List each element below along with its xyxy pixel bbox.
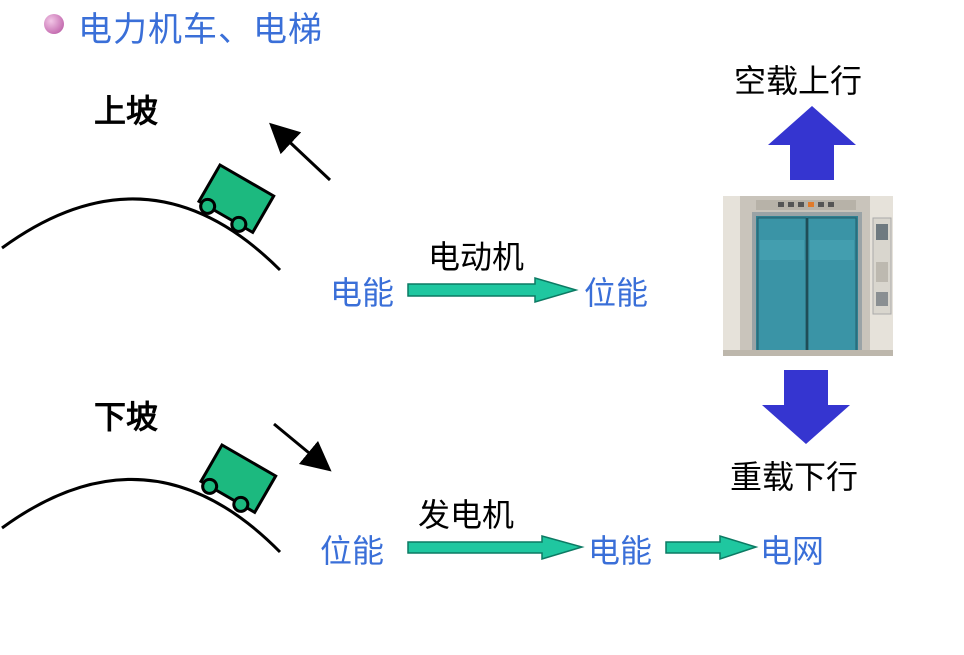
downhill-slope bbox=[1, 478, 282, 554]
green-arrow-generator bbox=[407, 535, 585, 561]
green-arrow-motor bbox=[407, 276, 579, 304]
downhill-car bbox=[198, 442, 278, 515]
bullet-icon bbox=[44, 14, 64, 34]
green-arrow-grid bbox=[665, 534, 759, 561]
uphill-machine-label: 电动机 bbox=[428, 238, 525, 276]
elevator-down-label: 重载下行 bbox=[730, 458, 859, 496]
downhill-mid-label: 电能 bbox=[588, 532, 653, 570]
uphill-direction-arrow bbox=[269, 122, 332, 182]
downhill-label: 下坡 bbox=[94, 398, 159, 436]
downhill-direction-arrow bbox=[273, 422, 332, 472]
elevator-up-label: 空载上行 bbox=[734, 62, 863, 100]
elevator-up-arrow bbox=[768, 106, 856, 180]
uphill-to-label: 位能 bbox=[584, 274, 649, 312]
page-title: 电力机车、电梯 bbox=[78, 10, 323, 50]
uphill-label: 上坡 bbox=[94, 92, 159, 130]
uphill-from-label: 电能 bbox=[330, 274, 395, 312]
elevator-image bbox=[723, 196, 893, 356]
downhill-from-label: 位能 bbox=[320, 532, 385, 570]
downhill-to-label: 电网 bbox=[760, 532, 825, 570]
uphill-car bbox=[196, 162, 276, 235]
elevator-down-arrow bbox=[762, 370, 850, 444]
downhill-machine-label: 发电机 bbox=[418, 496, 515, 534]
uphill-slope bbox=[1, 197, 282, 272]
